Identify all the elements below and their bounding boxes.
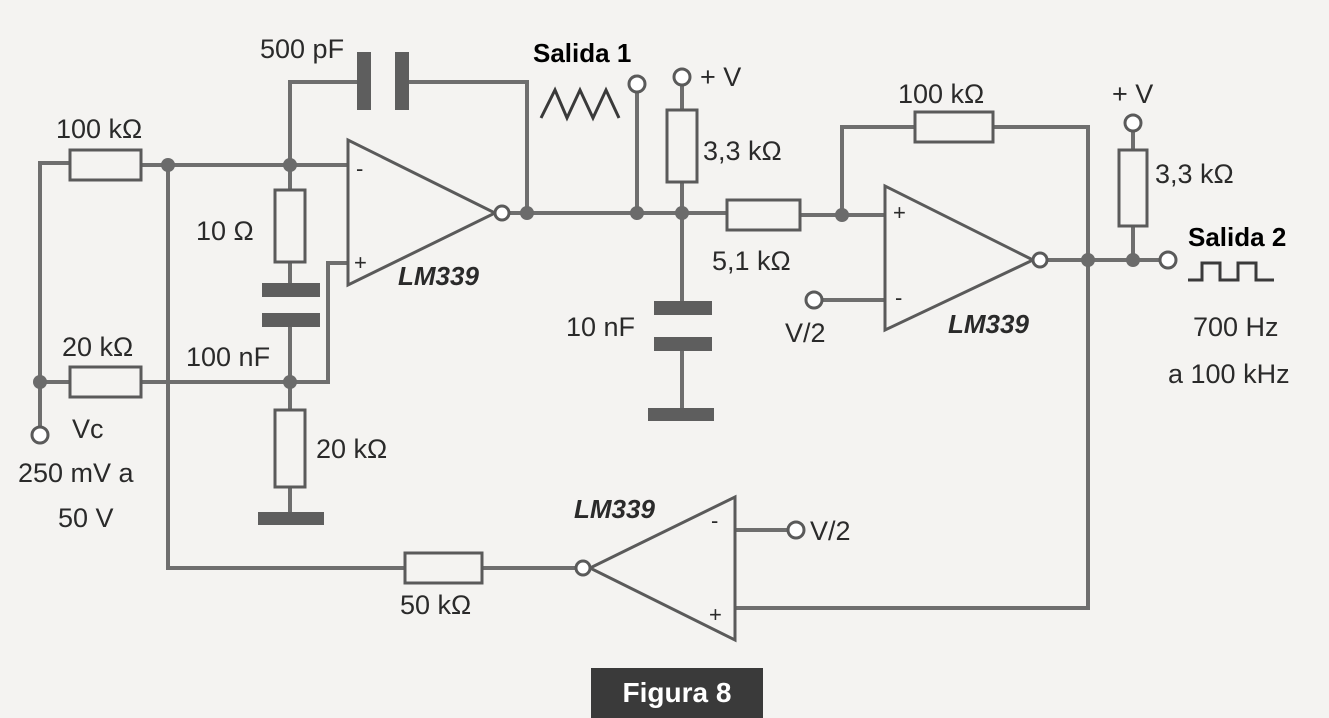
label-ic2: LM339 bbox=[948, 309, 1029, 339]
label-vplus-2: + V bbox=[1112, 79, 1153, 109]
resistor-10-ohm bbox=[273, 188, 307, 264]
label-vref-1: V/2 bbox=[785, 318, 826, 348]
resistor-100k-feedback bbox=[913, 110, 995, 144]
capacitor-10nf bbox=[654, 301, 712, 351]
label-c-500p: 500 pF bbox=[260, 34, 344, 64]
terminal-vc bbox=[30, 425, 50, 445]
label-r-vc: 20 kΩ bbox=[62, 332, 133, 362]
label-r-pull-1: 3,3 kΩ bbox=[703, 136, 782, 166]
resistor-20k-vc bbox=[68, 365, 143, 399]
label-ic3: LM339 bbox=[574, 494, 655, 524]
pin-plus: + bbox=[354, 250, 367, 275]
triangle-wave-icon bbox=[539, 86, 621, 122]
terminal-vref-2 bbox=[786, 520, 806, 540]
ground-symbol bbox=[648, 408, 714, 421]
resistor-3k3-pullup-1 bbox=[665, 108, 699, 184]
resistor-3k3-pullup-2 bbox=[1117, 148, 1149, 228]
labels: 100 kΩ 20 kΩ 10 Ω 100 nF 20 kΩ 500 pF LM… bbox=[18, 34, 1290, 620]
label-r-5k1: 5,1 kΩ bbox=[712, 246, 791, 276]
label-r-fb: 100 kΩ bbox=[898, 79, 984, 109]
label-c-10n: 10 nF bbox=[566, 312, 635, 342]
resistor-50k bbox=[403, 551, 484, 585]
label-r-50k: 50 kΩ bbox=[400, 590, 471, 620]
pin-minus: - bbox=[711, 508, 718, 533]
resistor-20k-ground bbox=[273, 408, 307, 489]
pin-minus: - bbox=[356, 156, 363, 181]
opamp-3: - + bbox=[574, 494, 737, 643]
label-vc: Vc bbox=[72, 414, 104, 444]
square-wave-icon bbox=[1188, 261, 1274, 282]
ground-symbol bbox=[258, 512, 324, 525]
figure-caption: Figura 8 bbox=[591, 668, 763, 718]
terminal-vref-1 bbox=[804, 290, 824, 310]
resistor-100k-input bbox=[68, 148, 143, 182]
resistors bbox=[68, 108, 1149, 585]
label-r-20: 20 kΩ bbox=[316, 434, 387, 464]
opamp-2: + - bbox=[883, 183, 1049, 333]
terminal-salida-2 bbox=[1158, 250, 1178, 270]
label-salida-2: Salida 2 bbox=[1188, 222, 1286, 252]
label-freq-1: 700 Hz bbox=[1193, 312, 1279, 342]
label-c-100n: 100 nF bbox=[186, 342, 270, 372]
label-vplus-1: + V bbox=[700, 62, 741, 92]
resistor-5k1 bbox=[725, 198, 802, 232]
terminals bbox=[30, 67, 1178, 540]
label-r-in: 100 kΩ bbox=[56, 114, 142, 144]
label-r-pull-2: 3,3 kΩ bbox=[1155, 159, 1234, 189]
capacitor-100nf bbox=[262, 283, 320, 327]
opamp-1: - + bbox=[346, 137, 511, 288]
terminal-vplus-1 bbox=[672, 67, 692, 87]
capacitors bbox=[262, 52, 712, 351]
pin-plus: + bbox=[893, 200, 906, 225]
grounds bbox=[258, 408, 714, 525]
label-ic1: LM339 bbox=[398, 261, 479, 291]
terminal-salida-1 bbox=[627, 74, 647, 94]
label-salida-1: Salida 1 bbox=[533, 38, 631, 68]
label-freq-2: a 100 kHz bbox=[1168, 359, 1290, 389]
pin-plus: + bbox=[709, 602, 722, 627]
terminal-vplus-2 bbox=[1123, 113, 1143, 133]
label-vref-2: V/2 bbox=[810, 516, 851, 546]
caption-text: Figura 8 bbox=[623, 677, 732, 708]
pin-minus: - bbox=[895, 285, 902, 310]
junctions bbox=[33, 158, 1140, 389]
label-vc-range-2: 50 V bbox=[58, 503, 114, 533]
capacitor-500pf bbox=[357, 52, 409, 110]
label-r-10: 10 Ω bbox=[196, 216, 254, 246]
label-vc-range-1: 250 mV a bbox=[18, 458, 135, 488]
